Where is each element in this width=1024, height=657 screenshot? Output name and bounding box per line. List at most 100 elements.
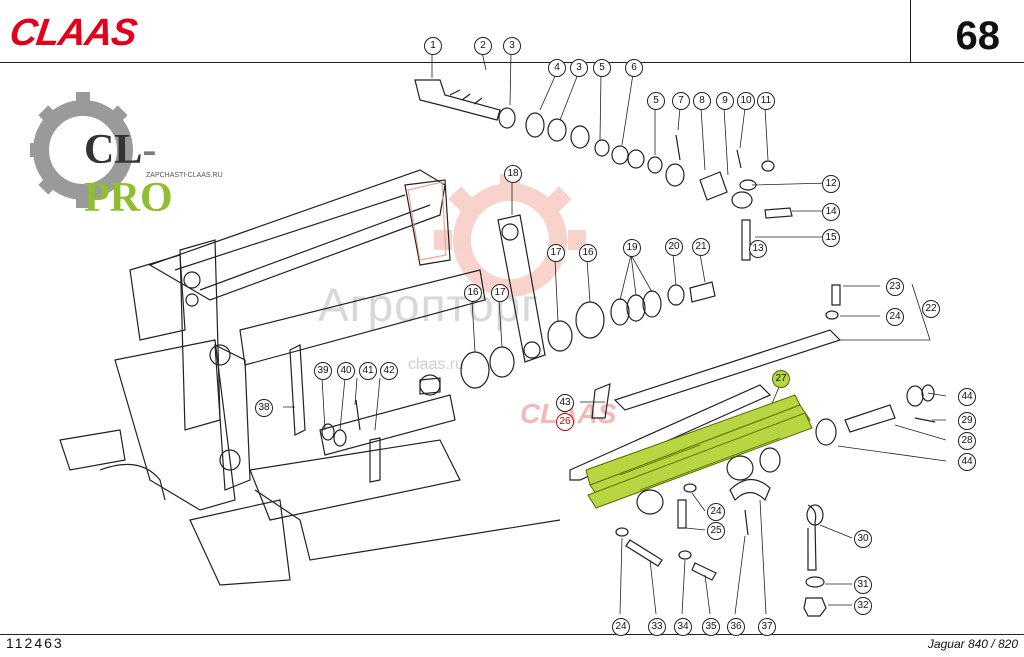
bolt-1 (414, 79, 501, 121)
callout-13[interactable]: 13 (749, 240, 767, 258)
callout-43[interactable]: 43 (556, 394, 574, 412)
cl-pro-url: ZAPCHASTI-CLAAS.RU (146, 172, 223, 179)
frame-bottom-support (189, 499, 291, 586)
cl-pro-watermark: CL-PRO ZAPCHASTI-CLAAS.RU (28, 90, 238, 221)
callout-7[interactable]: 7 (672, 92, 690, 110)
callout-3[interactable]: 3 (503, 37, 521, 55)
bolt-33 (625, 539, 663, 567)
washer-20 (667, 284, 685, 306)
drawing-number: 112463 (6, 635, 64, 651)
callout-24b[interactable]: 24 (707, 503, 725, 521)
frame-inner-beam (174, 194, 431, 291)
callout-5[interactable]: 5 (593, 59, 611, 77)
callout-10[interactable]: 10 (737, 92, 755, 110)
callout-24[interactable]: 24 (886, 308, 904, 326)
callout-8[interactable]: 8 (693, 92, 711, 110)
callout-40[interactable]: 40 (337, 362, 355, 380)
bushing-17b (489, 346, 515, 378)
pin-15 (741, 219, 751, 261)
callout-22[interactable]: 22 (922, 300, 940, 318)
callout-19[interactable]: 19 (623, 239, 641, 257)
callout-17b[interactable]: 17 (491, 284, 509, 302)
frame-arm (59, 429, 126, 471)
bracket-half (729, 478, 771, 502)
callout-16[interactable]: 16 (579, 244, 597, 262)
frame-pivot-hole (219, 449, 241, 471)
callout-37[interactable]: 37 (758, 618, 776, 636)
callout-28[interactable]: 28 (958, 432, 976, 450)
frame-side-plate (404, 179, 451, 266)
bushing-4 (525, 112, 545, 138)
callout-5b[interactable]: 5 (647, 92, 665, 110)
callout-17[interactable]: 17 (547, 244, 565, 262)
page-number: 68 (955, 14, 1001, 58)
eyebolt-30 (807, 504, 817, 571)
callout-26[interactable]: 26 (556, 413, 574, 431)
callout-35[interactable]: 35 (702, 618, 720, 636)
callout-23[interactable]: 23 (886, 278, 904, 296)
callout-15[interactable]: 15 (822, 229, 840, 247)
bushing-13 (731, 191, 753, 209)
nipple-11 (761, 160, 775, 172)
callout-2[interactable]: 2 (474, 37, 492, 55)
bolt-14 (764, 207, 793, 219)
cl-pro-text: CL-PRO (84, 127, 173, 221)
callout-33[interactable]: 33 (648, 618, 666, 636)
callout-42[interactable]: 42 (380, 362, 398, 380)
callout-31[interactable]: 31 (854, 576, 872, 594)
callout-18[interactable]: 18 (504, 165, 522, 183)
bolt-35 (691, 562, 717, 581)
callout-36[interactable]: 36 (727, 618, 745, 636)
callout-30[interactable]: 30 (854, 530, 872, 548)
pin-29 (914, 417, 936, 423)
frame-base (254, 489, 561, 561)
highlighted-part-27 (585, 394, 813, 509)
frame-top-beam (148, 169, 446, 301)
callout-39[interactable]: 39 (314, 362, 332, 380)
header-rule (0, 62, 1024, 63)
callout-3b[interactable]: 3 (570, 59, 588, 77)
callout-24c[interactable]: 24 (612, 618, 630, 636)
bracket-38 (289, 344, 306, 436)
callout-29[interactable]: 29 (958, 412, 976, 430)
frame-mid-beam (239, 269, 486, 366)
callout-21[interactable]: 21 (692, 238, 710, 256)
frame-lower-plate (114, 339, 236, 511)
frame-pivot-arm (214, 343, 251, 491)
callout-27[interactable]: 27 (772, 370, 790, 388)
crossbar-22 (613, 329, 842, 411)
frame-pipe (99, 463, 166, 501)
washer-31 (805, 576, 825, 588)
callout-12[interactable]: 12 (822, 175, 840, 193)
washer-16b (460, 351, 490, 389)
callout-25[interactable]: 25 (707, 522, 725, 540)
callout-11[interactable]: 11 (757, 92, 775, 110)
callout-14[interactable]: 14 (822, 203, 840, 221)
bolt-25 (677, 499, 687, 529)
callout-1[interactable]: 1 (424, 37, 442, 55)
frame-pivot-hole-top (209, 344, 231, 366)
washer-16 (575, 301, 605, 339)
callout-34[interactable]: 34 (674, 618, 692, 636)
pin-10 (736, 149, 742, 169)
frame-bracket (129, 254, 186, 341)
callout-44[interactable]: 44 (958, 388, 976, 406)
callout-20[interactable]: 20 (665, 238, 683, 256)
wedge-43 (591, 383, 611, 419)
callout-9[interactable]: 9 (716, 92, 734, 110)
callout-41[interactable]: 41 (359, 362, 377, 380)
bracket-plate (319, 394, 456, 456)
footer-rule (0, 634, 1024, 635)
bolt-23 (831, 284, 841, 306)
callout-44b[interactable]: 44 (958, 453, 976, 471)
callout-16b[interactable]: 16 (464, 284, 482, 302)
center-gear-watermark (434, 174, 586, 297)
bolt-21 (689, 281, 716, 303)
callout-4[interactable]: 4 (548, 59, 566, 77)
callout-38[interactable]: 38 (255, 399, 273, 417)
callout-6[interactable]: 6 (625, 59, 643, 77)
rail-26 (569, 384, 772, 481)
callout-32[interactable]: 32 (854, 597, 872, 615)
